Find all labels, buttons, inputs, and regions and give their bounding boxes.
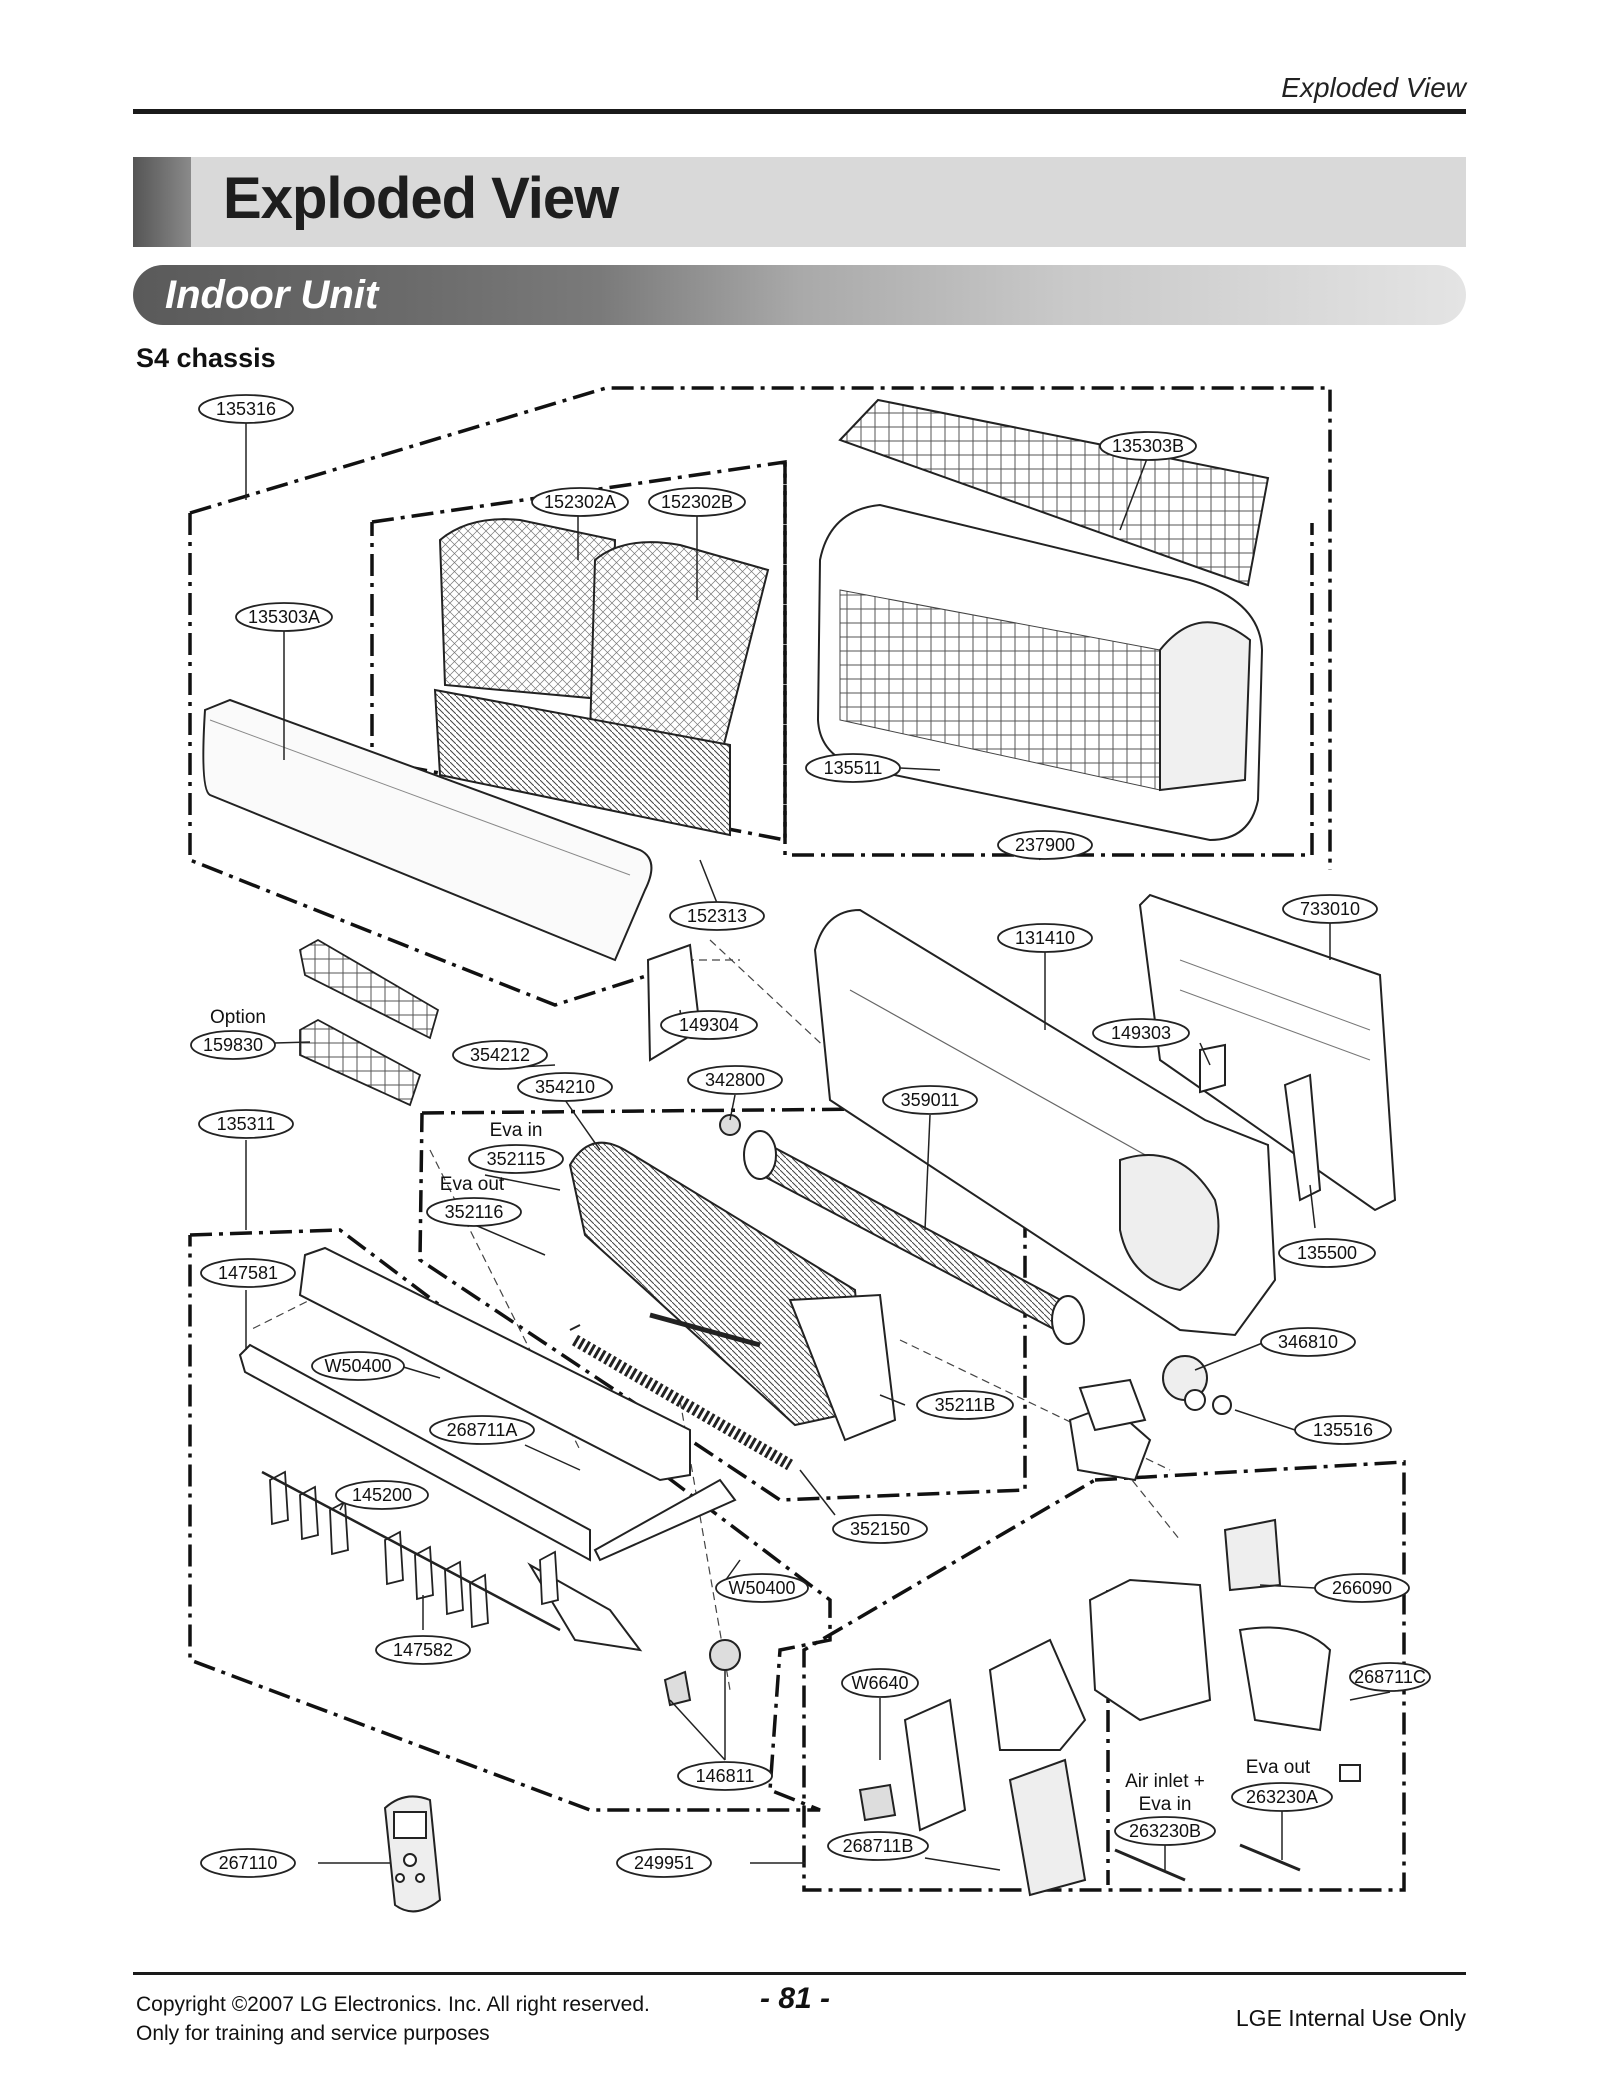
pipe-parts: [569, 1312, 794, 1471]
motor-parts: [1078, 1355, 1232, 1432]
callout-labels: 135316 135303B 152302A 152302B 135303A 1…: [203, 399, 1426, 1873]
note-eva-out-2: Eva out: [1246, 1757, 1311, 1778]
part-label: W50400: [728, 1578, 795, 1598]
header-rule: [133, 109, 1466, 114]
part-label: 135303A: [248, 607, 320, 627]
part-label: 733010: [1300, 899, 1360, 919]
air-grille-part: [838, 398, 1270, 587]
part-label: 352150: [850, 1519, 910, 1539]
copyright-text: Copyright ©2007 LG Electronics. Inc. All…: [136, 1993, 650, 2016]
installation-plate-part: [1138, 893, 1397, 1212]
training-text: Only for training and service purposes: [136, 2022, 490, 2045]
part-label: 149304: [679, 1015, 739, 1035]
part-label: 35211B: [935, 1395, 996, 1415]
part-label: 268711C: [1354, 1667, 1426, 1687]
internal-use-text: LGE Internal Use Only: [1235, 2005, 1466, 2031]
note-eva-out: Eva out: [440, 1174, 505, 1195]
chassis-body-part: [816, 503, 1264, 842]
part-label: 152302B: [661, 492, 733, 512]
note-option: Option: [210, 1007, 266, 1028]
footer-rule: [133, 1972, 1466, 1975]
part-label: 135500: [1297, 1243, 1357, 1263]
part-label: 159830: [203, 1035, 263, 1055]
part-label: W50400: [324, 1356, 391, 1376]
part-label: 263230B: [1129, 1821, 1201, 1841]
leader-lines: [245, 421, 1391, 1871]
part-label: 352116: [445, 1202, 504, 1222]
filter-parts: [433, 518, 770, 837]
diagram-notes: Option Eva in Eva out Air inlet + Eva in…: [210, 1007, 1311, 1815]
step-motor-part: [663, 1639, 741, 1707]
part-label: 359011: [901, 1090, 960, 1110]
part-label: 354212: [470, 1045, 530, 1065]
title-bar: Exploded View: [133, 157, 1466, 247]
part-label: 152302A: [544, 492, 616, 512]
part-label: 249951: [634, 1853, 694, 1873]
remote-controller-part: [383, 1795, 442, 1913]
option-grille-parts: [298, 938, 440, 1107]
part-label: 342800: [705, 1070, 765, 1090]
part-label: 237900: [1015, 835, 1075, 855]
part-label: 135303B: [1112, 436, 1184, 456]
front-panel-part: [202, 698, 653, 962]
part-label: 268711A: [447, 1420, 518, 1440]
bracket-parts: [646, 943, 1322, 1482]
part-label: 145200: [352, 1485, 412, 1505]
part-label: 263230A: [1246, 1787, 1318, 1807]
section-title: Indoor Unit: [165, 273, 379, 317]
note-eva-in-2: Eva in: [1139, 1794, 1192, 1815]
chassis-label: S4 chassis: [136, 343, 276, 373]
part-label: 147581: [218, 1263, 278, 1283]
part-label: W6640: [851, 1673, 908, 1693]
part-label: 135511: [824, 758, 883, 778]
boundary-front-panel: [188, 513, 666, 1007]
part-label: 131410: [1015, 928, 1075, 948]
part-label: 152313: [687, 906, 747, 926]
part-label: 135316: [216, 399, 276, 419]
part-label: 146811: [696, 1766, 755, 1786]
part-label: 135311: [217, 1114, 276, 1134]
page-title: Exploded View: [223, 166, 619, 231]
evaporator-part: [568, 1141, 897, 1442]
section-bar: Indoor Unit: [133, 265, 1466, 325]
cross-flow-fan-part: [719, 1114, 1085, 1345]
boundary-top: [189, 386, 1332, 870]
part-label: 147582: [393, 1640, 453, 1660]
part-label: 268711B: [843, 1836, 914, 1856]
boundary-filters: [370, 459, 787, 843]
part-label: 352115: [487, 1149, 546, 1169]
title-accent-block: [133, 157, 191, 247]
note-eva-in: Eva in: [490, 1120, 543, 1141]
control-box-parts: [858, 1518, 1361, 1897]
boundary-controls: [802, 1460, 1406, 1892]
running-header: Exploded View: [1281, 72, 1466, 103]
part-label: 354210: [535, 1077, 595, 1097]
part-label: 266090: [1332, 1578, 1392, 1598]
rear-case-part: [813, 908, 1277, 1337]
part-label: 267110: [219, 1853, 278, 1873]
callout-ovals: [190, 394, 1431, 1878]
note-air-inlet: Air inlet +: [1125, 1771, 1205, 1792]
louver-assembly-part: [238, 1246, 737, 1652]
vane-blade-parts: [261, 1470, 561, 1632]
page-number: - 81 -: [760, 1982, 831, 2015]
part-label: 346810: [1278, 1332, 1338, 1352]
part-label: 149303: [1111, 1023, 1171, 1043]
part-label: 135516: [1313, 1420, 1373, 1440]
